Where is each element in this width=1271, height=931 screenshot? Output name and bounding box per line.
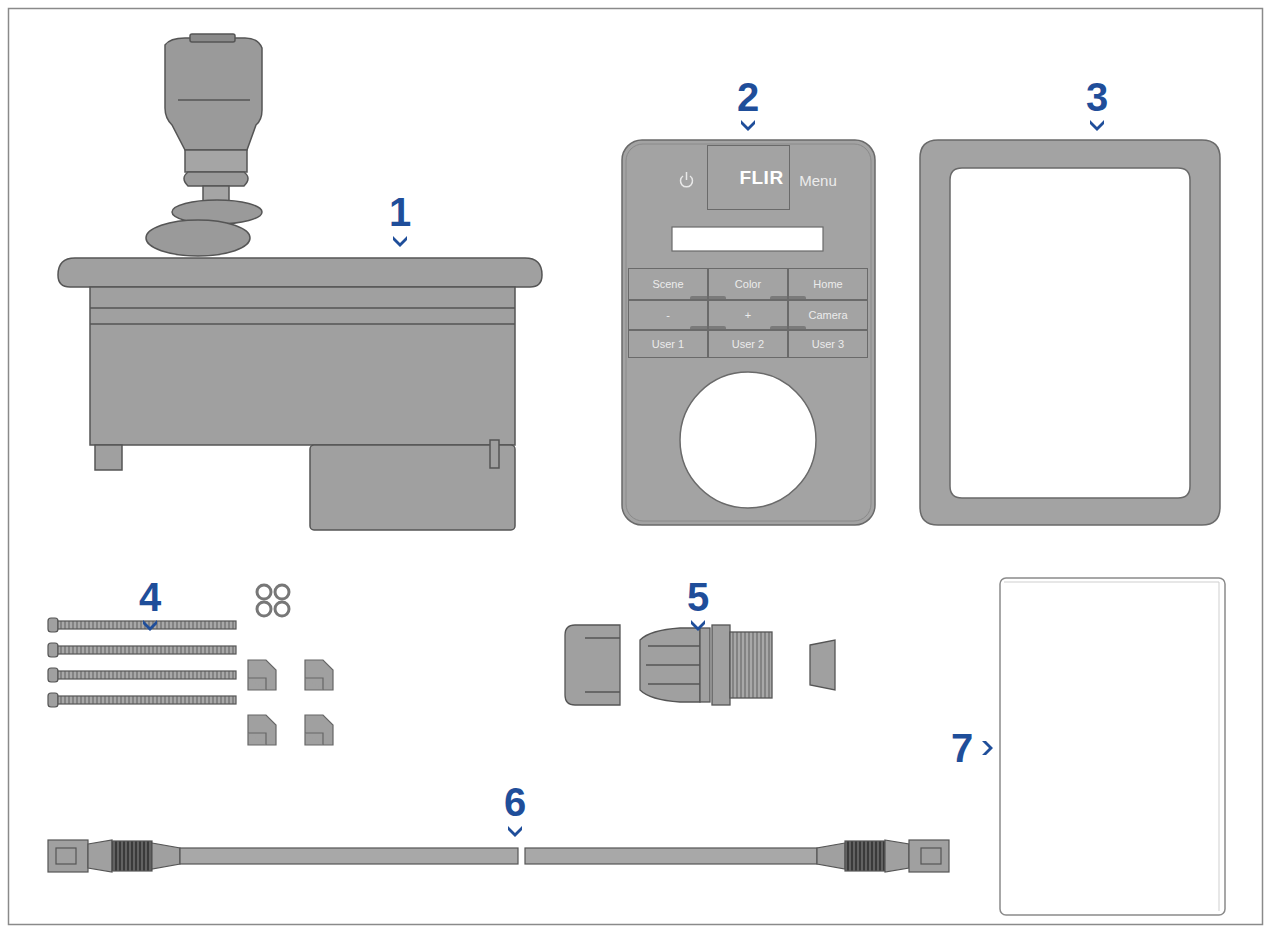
network-cable [48,840,949,872]
keypad-button: User 1 [628,330,708,358]
callout-number: 2 [737,75,759,120]
callout-chevrons [143,120,1104,837]
keypad-button: Color [708,268,788,300]
screws [48,618,236,707]
button-label: Menu [799,172,837,189]
button-label: User 2 [732,338,764,350]
button-label: User 3 [812,338,844,350]
keypad-button: User 2 [708,330,788,358]
logo-text: FLIR [739,167,783,189]
callout-number: 6 [504,780,526,825]
keypad-button: Camera [788,300,868,330]
button-label: + [745,309,751,321]
keypad-button: - [628,300,708,330]
joystick [58,34,542,530]
washers [257,585,289,616]
callout-number: 1 [389,190,411,235]
callout-number: 4 [139,575,161,620]
button-label: Home [813,278,842,290]
callout-number: 7 [951,726,973,771]
callout-number: 5 [687,575,709,620]
button-label: User 1 [652,338,684,350]
clips [248,660,333,745]
cable-gland [565,625,835,705]
callout-number: 3 [1086,75,1108,120]
booklet [1000,578,1225,915]
frame [9,9,1263,925]
button-label: - [666,309,670,321]
gasket [920,140,1220,525]
keypad-button: User 3 [788,330,868,358]
keypad-panel [622,140,875,525]
power-symbol [681,172,693,187]
button-label: Color [735,278,761,290]
button-label: Camera [808,309,847,321]
keypad-button: Home [788,268,868,300]
keypad-button: Scene [628,268,708,300]
logo-box: FLIR [707,145,790,210]
button-label: Scene [652,278,683,290]
keypad-button: + [708,300,788,330]
